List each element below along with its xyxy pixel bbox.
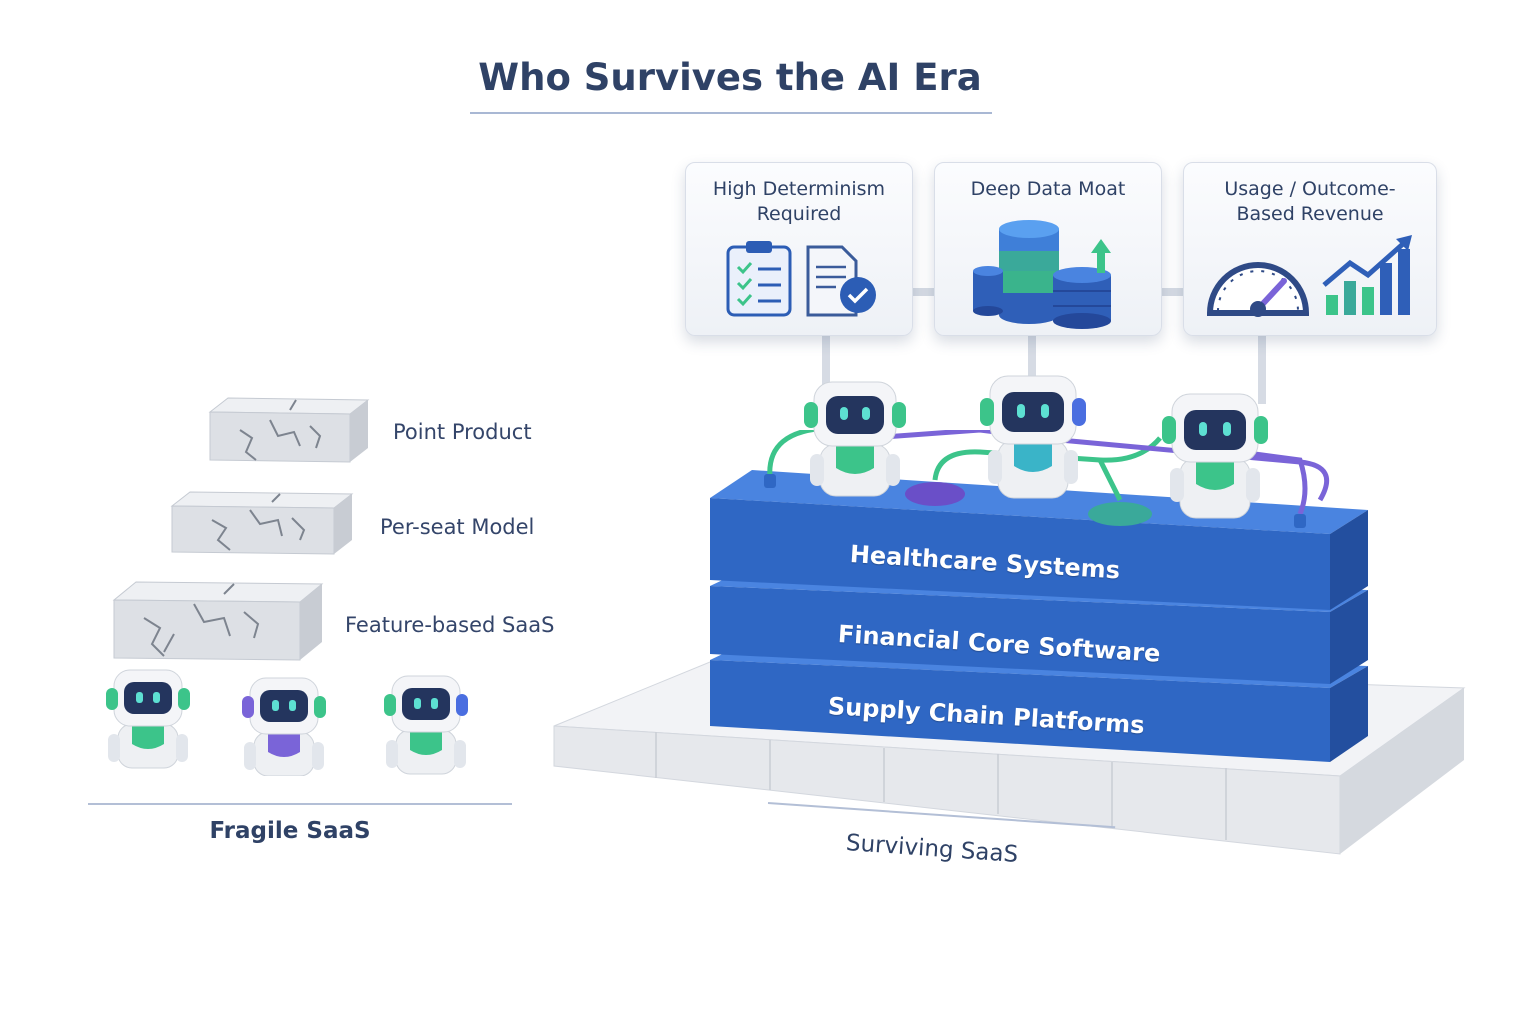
card-label-line2: Based Revenue (1236, 203, 1384, 225)
robot-icon (242, 677, 326, 776)
database-stack-icon (973, 220, 1111, 329)
fragile-saas-title: Fragile SaaS (209, 818, 371, 844)
robot-icon (384, 675, 468, 775)
gauge-growth-chart-icon (1206, 235, 1412, 317)
cracked-block-icon (170, 491, 354, 555)
card-usage-outcome-revenue: Usage / Outcome- Based Revenue (1183, 162, 1437, 336)
robot-icon (1162, 393, 1268, 519)
fragile-item-feature-based: Feature-based SaaS (345, 613, 555, 637)
robot-icon (106, 669, 190, 769)
clipboard-checklist-icon (726, 241, 876, 317)
robot-icon (980, 375, 1086, 499)
card-label-line1: High Determinism (712, 178, 886, 200)
cracked-block-icon (208, 397, 370, 463)
page-title: Who Survives the AI Era (478, 56, 982, 99)
card-deep-data-moat: Deep Data Moat (934, 162, 1162, 336)
fragile-item-per-seat-model: Per-seat Model (380, 515, 535, 539)
card-label-line1: Deep Data Moat (970, 178, 1126, 200)
cracked-block-icon (112, 581, 324, 661)
fragile-item-point-product: Point Product (393, 420, 532, 444)
card-label-line2: Required (756, 203, 842, 225)
card-high-determinism: High Determinism Required (685, 162, 913, 336)
card-label-line1: Usage / Outcome- (1224, 178, 1396, 200)
card-label: Deep Data Moat (945, 177, 1151, 202)
robot-icon (804, 381, 906, 497)
card-label: High Determinism Required (696, 177, 902, 227)
robot-row (106, 669, 468, 776)
card-label: Usage / Outcome- Based Revenue (1194, 177, 1426, 227)
fragile-underline (88, 803, 512, 805)
title-underline (470, 112, 992, 114)
robot-group (804, 375, 1268, 519)
